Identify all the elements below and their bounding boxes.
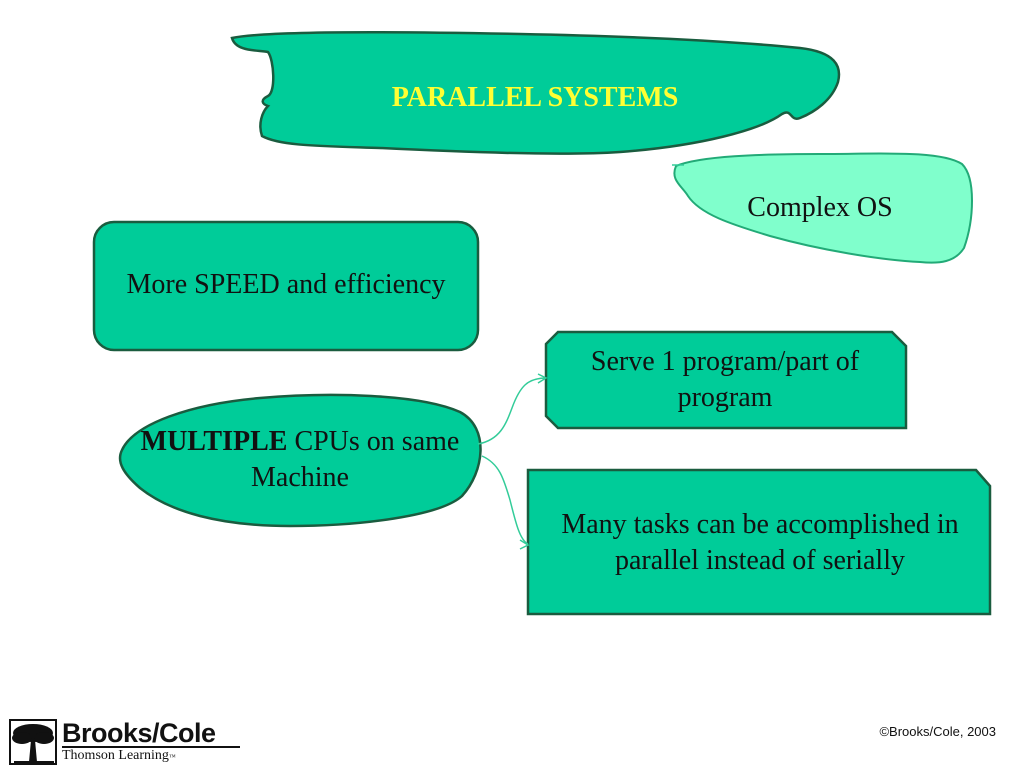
multiple-bold-word: MULTIPLE [140, 425, 288, 457]
arrowhead-serve [537, 373, 548, 384]
multiple-cpus-label: MULTIPLE CPUs on same Machine [130, 405, 470, 515]
many-tasks-label: Many tasks can be accomplished in parall… [561, 508, 959, 576]
serve-label: Serve 1 program/part of program [590, 345, 860, 413]
publisher-logo: Brooks/Cole Thomson Learning™ [10, 718, 250, 764]
multiple-rest-text: CPUs on same Machine [251, 425, 460, 493]
tree-logo-icon [9, 719, 57, 765]
logo-subtitle: Thomson Learning™ [62, 749, 176, 763]
logo-name: Brooks/Cole [62, 718, 216, 748]
title-banner [230, 30, 841, 155]
speed-label: More SPEED and efficiency [126, 268, 446, 300]
complex-os-label: Complex OS [747, 191, 893, 223]
connector-to-many [481, 455, 529, 545]
logo-tm: ™ [168, 753, 176, 761]
complex-os-blob [673, 152, 973, 264]
multiple-cpus-blob [118, 393, 482, 528]
copyright-text: ©Brooks/Cole, 2003 [879, 724, 996, 739]
logo-sub-text: Thomson Learning [62, 748, 169, 763]
speed-box [92, 220, 480, 352]
serve-box [544, 330, 908, 430]
slide-title: PARALLEL SYSTEMS [391, 81, 679, 113]
connector-to-serve [477, 377, 547, 445]
arrowhead-many [519, 539, 530, 550]
many-tasks-box [526, 468, 992, 616]
logo-rule [62, 746, 240, 748]
